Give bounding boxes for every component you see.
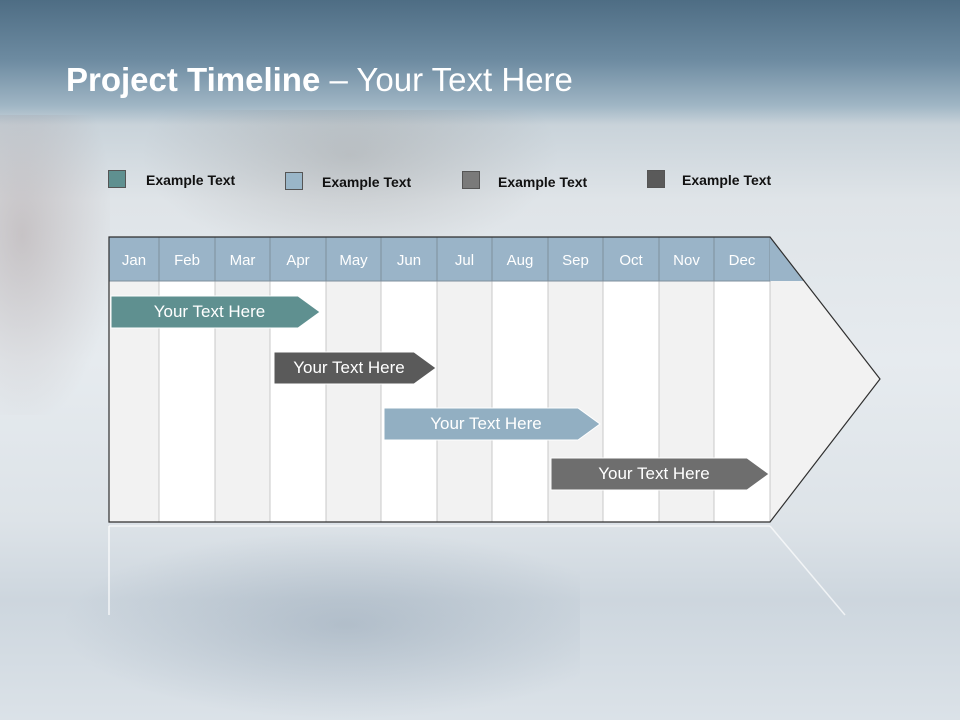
month-header-cell (158, 236, 216, 282)
background-reflection (60, 530, 580, 720)
month-header-cell (658, 236, 715, 282)
task-bar-label: Your Text Here (293, 358, 405, 377)
task-bar (383, 407, 601, 441)
month-label: Apr (286, 252, 309, 269)
month-label: Jan (122, 252, 146, 269)
slide-title: Project Timeline – Your Text Here (66, 58, 573, 102)
month-label: Oct (619, 252, 643, 269)
frame-outline (108, 236, 881, 523)
timeline-reflection (108, 525, 846, 616)
title-bold: Project Timeline (66, 61, 321, 98)
task-bar (273, 351, 437, 385)
background-tree (140, 110, 560, 260)
arrow-tip (770, 237, 880, 522)
month-column (380, 280, 438, 523)
month-column (491, 280, 549, 523)
task-bar-label: Your Text Here (430, 414, 542, 433)
month-header-cell (380, 236, 438, 282)
month-label: Nov (673, 252, 700, 269)
task-bar-label: Your Text Here (153, 302, 266, 321)
legend-label-2: Example Text (322, 174, 412, 190)
month-header-cell (269, 236, 327, 282)
legend-swatch-1 (108, 170, 126, 188)
legend-swatch-4 (647, 170, 665, 188)
month-column (325, 280, 382, 523)
task-bar (110, 295, 321, 329)
task-bar-label: Your Text Here (598, 464, 710, 483)
month-label: Dec (729, 252, 756, 269)
month-label: Mar (230, 252, 256, 269)
task-bar (550, 457, 770, 491)
month-column (436, 280, 493, 523)
reflection-diagonal (769, 525, 846, 616)
month-label: Sep (562, 252, 589, 269)
timeline-frame (108, 236, 881, 523)
legend-label-3: Example Text (498, 174, 588, 190)
month-labels: Jan Feb Mar Apr May Jun Jul Aug Sep Oct Nov Dec (122, 252, 756, 269)
month-label: May (339, 252, 368, 269)
legend-label-4: Example Text (682, 172, 772, 188)
task-bars (110, 295, 770, 491)
background-foliage (0, 115, 110, 415)
legend-label-1: Example Text (146, 172, 236, 188)
month-header-cell (214, 236, 271, 282)
month-header-cell (713, 236, 771, 282)
legend-swatch-2 (285, 172, 303, 190)
month-label: Jun (397, 252, 421, 269)
legend-swatch-3 (462, 171, 480, 189)
title-rest: – Your Text Here (320, 61, 573, 98)
month-label: Jul (455, 252, 474, 269)
month-label: Aug (507, 252, 534, 269)
month-label: Feb (174, 252, 200, 269)
month-header-cell (436, 236, 493, 282)
